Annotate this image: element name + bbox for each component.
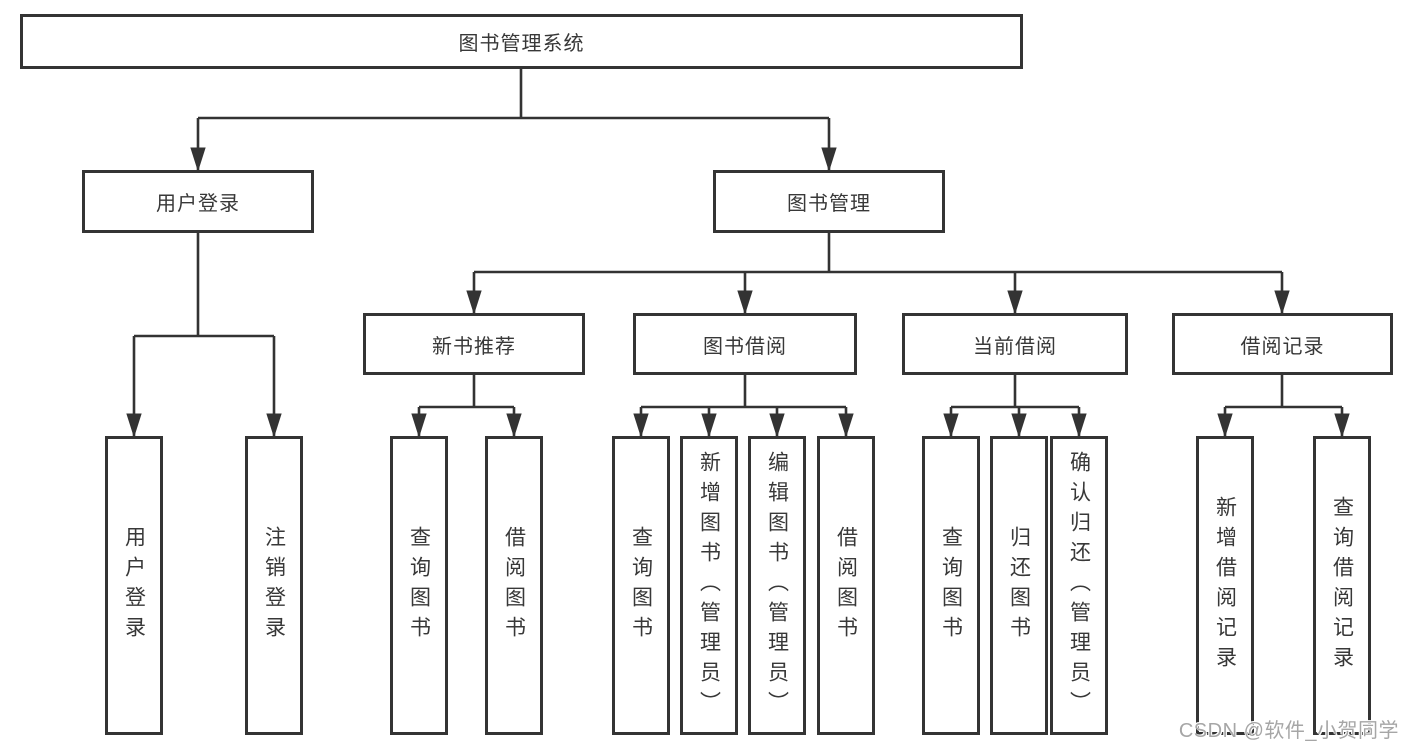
node-book-borrowing: 图书借阅 xyxy=(633,313,857,375)
node-current-borrowing: 当前借阅 xyxy=(902,313,1128,375)
leaf-add-book-admin: 新增图书（管理员） xyxy=(680,436,738,735)
node-borrowing-records: 借阅记录 xyxy=(1172,313,1393,375)
leaf-add-borrow-record: 新增借阅记录 xyxy=(1196,436,1254,735)
leaf-edit-book-admin: 编辑图书（管理员） xyxy=(748,436,806,735)
leaf-return-books: 归还图书 xyxy=(990,436,1048,735)
leaf-borrow-books-borrowing: 借阅图书 xyxy=(817,436,875,735)
leaf-query-books-current: 查询图书 xyxy=(922,436,980,735)
leaf-query-books-borrowing: 查询图书 xyxy=(612,436,670,735)
leaf-query-books-recommend: 查询图书 xyxy=(390,436,448,735)
leaf-user-login: 用户登录 xyxy=(105,436,163,735)
watermark: CSDN @软件_小贺同学 xyxy=(1178,720,1399,742)
leaf-query-borrow-record: 查询借阅记录 xyxy=(1313,436,1371,735)
node-user-login: 用户登录 xyxy=(82,170,314,233)
leaf-confirm-return-admin: 确认归还（管理员） xyxy=(1050,436,1108,735)
node-book-management: 图书管理 xyxy=(713,170,945,233)
leaf-logout: 注销登录 xyxy=(245,436,303,735)
node-new-book-recommendation: 新书推荐 xyxy=(363,313,585,375)
node-library-management-system: 图书管理系统 xyxy=(20,14,1023,69)
leaf-borrow-books-recommend: 借阅图书 xyxy=(485,436,543,735)
